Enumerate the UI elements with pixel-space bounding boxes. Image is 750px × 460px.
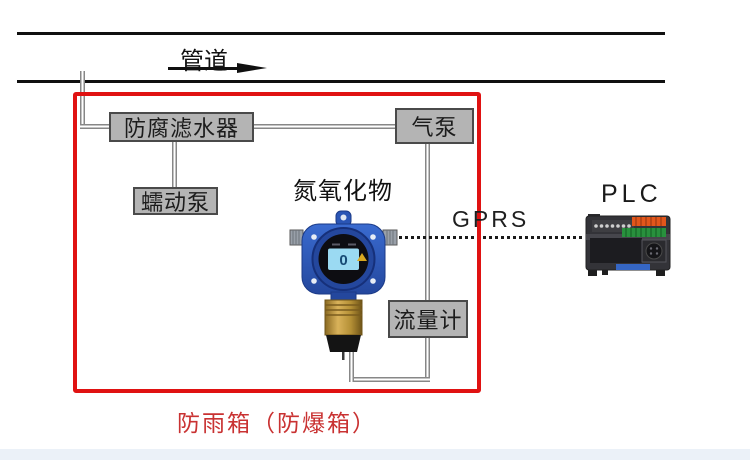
- box-flow-meter: 流量计: [388, 300, 468, 338]
- tube-filter-to-peristaltic: [172, 139, 177, 189]
- flow-arrow-icon: [237, 63, 267, 73]
- pipeline-top-line: [17, 32, 665, 35]
- detector-cable-glands: [289, 229, 398, 246]
- gprs-dotted-line: [392, 236, 582, 239]
- tube-detector-down: [349, 345, 354, 382]
- flow-arrow-shaft: [168, 67, 238, 70]
- plc-feet: [588, 267, 665, 276]
- gprs-label: GPRS: [452, 206, 530, 232]
- footer-bar: [0, 449, 750, 460]
- plc-label: PLC: [601, 180, 662, 208]
- box-anticorrosion-filter: 防腐滤水器: [109, 112, 254, 142]
- detector-warning-icon: [357, 253, 367, 261]
- detector-mount-tab: [335, 210, 352, 227]
- tube-filter-to-airpump: [252, 124, 397, 129]
- gas-detector-label: 氮氧化物: [293, 179, 393, 205]
- tube-pipeline-tap: [80, 71, 85, 129]
- plc-terminals: [592, 217, 666, 237]
- detector-sensor-stack: [324, 291, 363, 360]
- plc-device-image: [585, 214, 671, 276]
- tube-airpump-to-flowmeter: [425, 141, 430, 302]
- box-air-pump: 气泵: [395, 108, 474, 144]
- box-anticorrosion-filter-label: 防腐滤水器: [123, 116, 239, 141]
- plc-bottom-rail: [616, 264, 650, 270]
- pipeline-label: 管道: [180, 49, 228, 75]
- enclosure-caption: 防雨箱（防爆箱）: [177, 411, 377, 436]
- box-air-pump-label: 气泵: [411, 115, 458, 140]
- tube-bottom-run: [349, 377, 430, 382]
- tube-flowmeter-down: [425, 335, 430, 382]
- box-peristaltic-pump-label: 蠕动泵: [140, 190, 210, 215]
- plc-connector: [641, 239, 667, 263]
- pipeline-bottom-line: [17, 80, 665, 83]
- detector-lcd-value: 0: [339, 252, 347, 269]
- detector-display: 0: [311, 227, 376, 291]
- explosion-proof-enclosure-outline: [73, 92, 481, 393]
- box-flow-meter-label: 流量计: [393, 308, 463, 333]
- gas-detector-image: 0: [289, 210, 398, 360]
- box-peristaltic-pump: 蠕动泵: [133, 187, 218, 215]
- tube-tap-to-filter: [80, 124, 112, 129]
